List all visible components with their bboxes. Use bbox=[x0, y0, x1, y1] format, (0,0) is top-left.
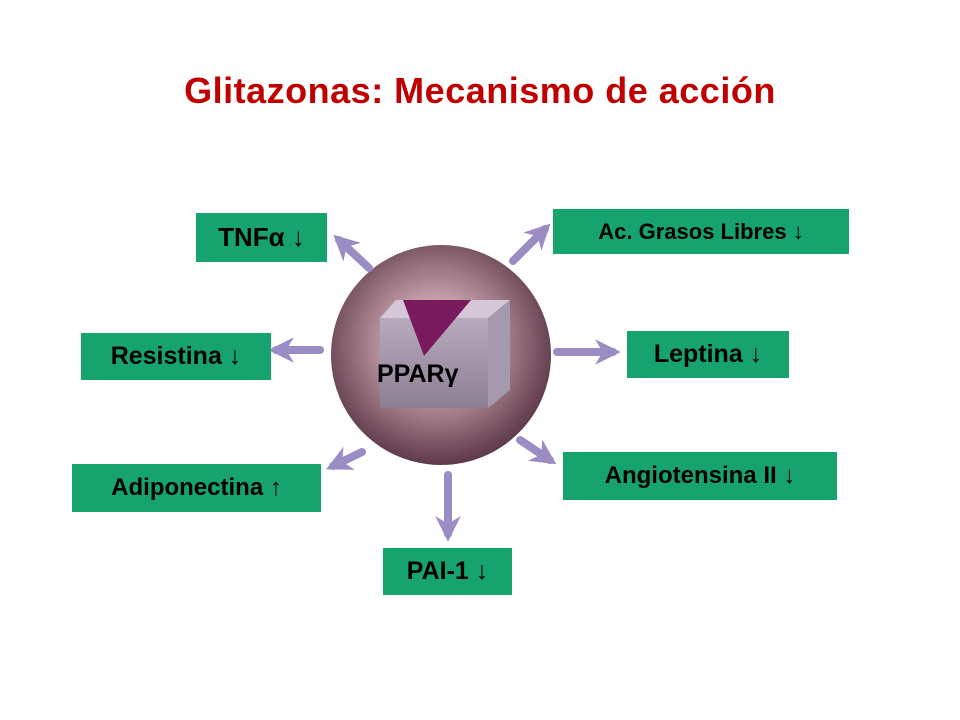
effect-box-pai1: PAI-1 ↓ bbox=[383, 548, 512, 595]
effect-box-angiotensina: Angiotensina II ↓ bbox=[563, 452, 837, 500]
effect-arrows bbox=[268, 223, 621, 542]
arrow-adiponectina bbox=[326, 446, 366, 470]
slide-title: Glitazonas: Mecanismo de acción bbox=[184, 70, 776, 111]
effect-box-leptina: Leptina ↓ bbox=[627, 331, 789, 378]
arrow-agl bbox=[509, 223, 551, 265]
ligand-pocket bbox=[403, 300, 471, 356]
arrow-angiotensina bbox=[516, 436, 557, 465]
ppar-receptor-cube bbox=[380, 300, 510, 408]
effect-box-resistina: Resistina ↓ bbox=[81, 333, 271, 380]
arrow-tnf bbox=[333, 234, 373, 272]
effect-box-adiponectina: Adiponectina ↑ bbox=[72, 464, 321, 512]
effect-box-acidos-grasos: Ac. Grasos Libres ↓ bbox=[553, 209, 849, 254]
effect-box-tnf: TNFα ↓ bbox=[196, 213, 327, 262]
ppar-label: PPARγ bbox=[377, 360, 459, 388]
